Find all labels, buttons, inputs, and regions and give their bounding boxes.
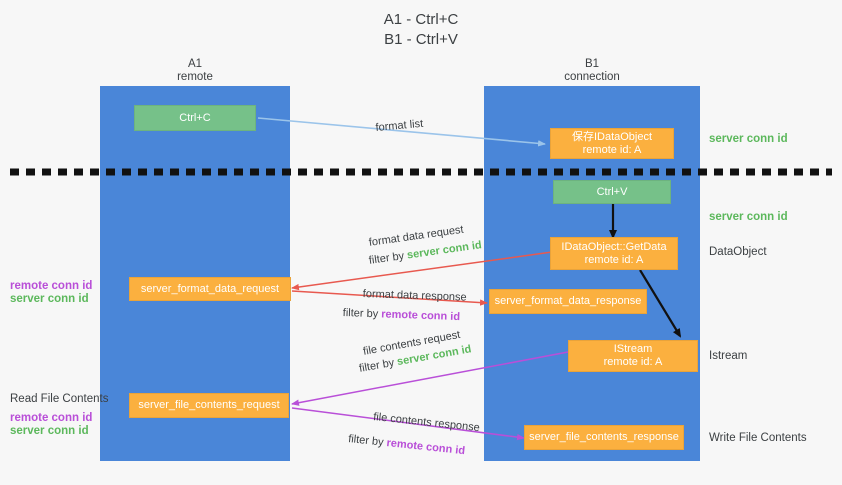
label-server-conn-id-top: server conn id [709, 133, 788, 145]
edge-label-fcres-filter-prefix: filter by [347, 432, 388, 449]
node-ctrl-v[interactable]: Ctrl+V [553, 180, 671, 204]
node-server-format-data-request-label: server_format_data_request [140, 282, 280, 295]
lane-a1-sub: remote [177, 71, 213, 83]
node-server-format-data-response[interactable]: server_format_data_response [489, 289, 647, 314]
node-idataobject-getdata[interactable]: IDataObject::GetData remote id: A [550, 237, 678, 270]
lane-b1-sub: connection [564, 71, 620, 83]
arrow-format-data-response [291, 290, 488, 306]
lane-b1-name: B1 [584, 58, 600, 70]
label-remote-conn-id-2: remote conn id [10, 412, 93, 424]
label-server-conn-id-mid: server conn id [709, 211, 788, 223]
node-istream[interactable]: IStream remote id: A [568, 340, 698, 372]
node-istream-line2: remote id: A [603, 356, 663, 368]
edge-label-fdres-filter-value: remote conn id [381, 308, 461, 324]
edge-label-fdres-filter-prefix: filter by [342, 306, 382, 321]
node-server-format-data-response-label: server_format_data_response [494, 295, 642, 307]
node-server-file-contents-response[interactable]: server_file_contents_response [524, 425, 684, 450]
title-line-1: A1 - Ctrl+C [383, 11, 459, 28]
label-istream: Istream [709, 350, 748, 362]
title-line-2: B1 - Ctrl+V [384, 31, 458, 48]
lane-a1-name: A1 [187, 58, 203, 70]
arrow-format-list [257, 117, 546, 147]
node-getdata-line2: remote id: A [584, 253, 644, 266]
label-server-conn-id-2: server conn id [10, 425, 89, 437]
arrow-getdata-to-istream [639, 269, 682, 338]
label-read-file-contents: Read File Contents [10, 393, 109, 405]
arrow-file-contents-request [291, 351, 569, 406]
label-server-conn-id-1: server conn id [10, 293, 89, 305]
node-server-format-data-request[interactable]: server_format_data_request [129, 277, 291, 301]
lane-header-b1: B1 connection [484, 58, 700, 84]
node-server-file-contents-response-label: server_file_contents_response [529, 431, 679, 443]
label-dataobject: DataObject [709, 246, 767, 258]
node-save-dataobject[interactable]: 保存IDataObject remote id: A [550, 128, 674, 159]
page-title: A1 - Ctrl+C B1 - Ctrl+V [0, 10, 842, 50]
label-write-file-contents: Write File Contents [709, 432, 807, 444]
node-save-dataobject-line1: 保存IDataObject [571, 130, 653, 143]
node-ctrl-c-label: Ctrl+C [179, 111, 211, 124]
node-ctrl-v-label: Ctrl+V [596, 185, 628, 198]
node-server-file-contents-request-label: server_file_contents_request [138, 399, 280, 411]
node-istream-line1: IStream [613, 343, 653, 355]
node-save-dataobject-line2: remote id: A [582, 143, 642, 156]
arrow-format-data-request [291, 251, 553, 291]
arrow-file-contents-response [291, 407, 525, 441]
node-getdata-line1: IDataObject::GetData [561, 240, 667, 253]
node-ctrl-c[interactable]: Ctrl+C [134, 105, 256, 131]
lane-header-a1: A1 remote [100, 58, 290, 84]
node-server-file-contents-request[interactable]: server_file_contents_request [129, 393, 289, 418]
label-remote-conn-id-1: remote conn id [10, 280, 93, 292]
